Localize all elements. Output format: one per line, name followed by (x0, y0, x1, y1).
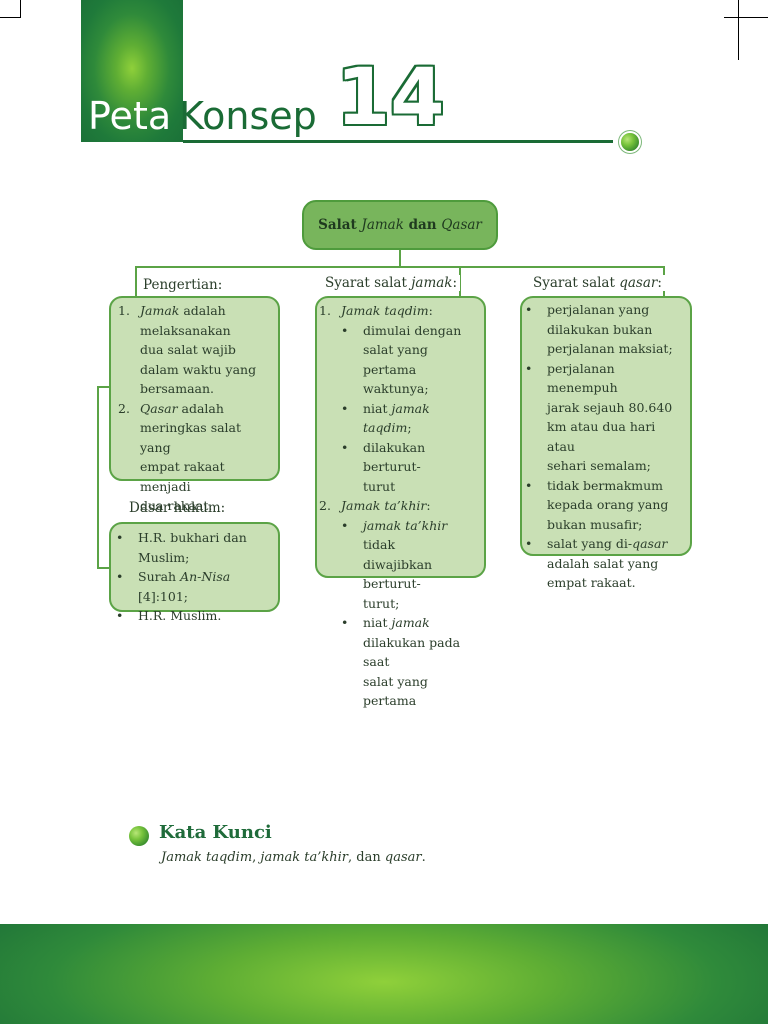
crop-mark (20, 0, 21, 18)
title-underline (183, 140, 613, 143)
label-syarat-qasar: Syarat salat qasar: (530, 275, 665, 291)
connector-line (97, 386, 110, 388)
chapter-number: 14 (336, 53, 445, 143)
box-pengertian: 1. Jamak adalah melaksanakan dua salat w… (109, 296, 280, 513)
root-jamak: Jamak (361, 217, 404, 233)
header-green-block (81, 0, 183, 142)
crop-mark (724, 17, 768, 18)
green-ball-icon (621, 133, 639, 151)
crop-mark (0, 17, 20, 18)
footer-green-band (0, 924, 768, 1024)
root-dan: dan (403, 217, 442, 233)
label-pengertian: Pengertian: (140, 277, 226, 293)
connector-line (97, 386, 99, 568)
title-word-konsep: Konsep (179, 94, 317, 138)
connector-line (135, 266, 665, 268)
crop-mark (738, 0, 739, 60)
connector-line (97, 567, 110, 569)
pengertian-item: 1. Jamak adalah melaksanakan dua salat w… (118, 303, 257, 396)
jamak-bullet: •niat jamak taqdim; (341, 400, 430, 436)
dasar-item: •H.R. Muslim. (116, 608, 222, 623)
dasar-item: •Surah An-Nisa [4]:101; (116, 569, 231, 604)
jamak-bullet: •dilakukan berturut-turut (341, 439, 426, 494)
kata-kunci-text: Jamak taqdim, jamak ta’khir, dan qasar. (161, 850, 426, 865)
connector-line (399, 250, 401, 267)
title-word-peta: Peta (88, 94, 172, 138)
root-node: Salat Jamak dan Qasar (302, 200, 498, 250)
connector-line (135, 266, 137, 297)
kata-kunci-title: Kata Kunci (159, 822, 272, 843)
root-salat: Salat (318, 217, 362, 233)
root-qasar: Qasar (441, 217, 482, 233)
kata-kunci-ball-icon (129, 826, 149, 846)
label-dasar-hukum: Dasar hukum: (126, 500, 229, 516)
pengertian-item: 2. Qasar adalah meringkas salat yang emp… (118, 400, 242, 514)
label-syarat-jamak: Syarat salat jamak: (322, 275, 461, 291)
